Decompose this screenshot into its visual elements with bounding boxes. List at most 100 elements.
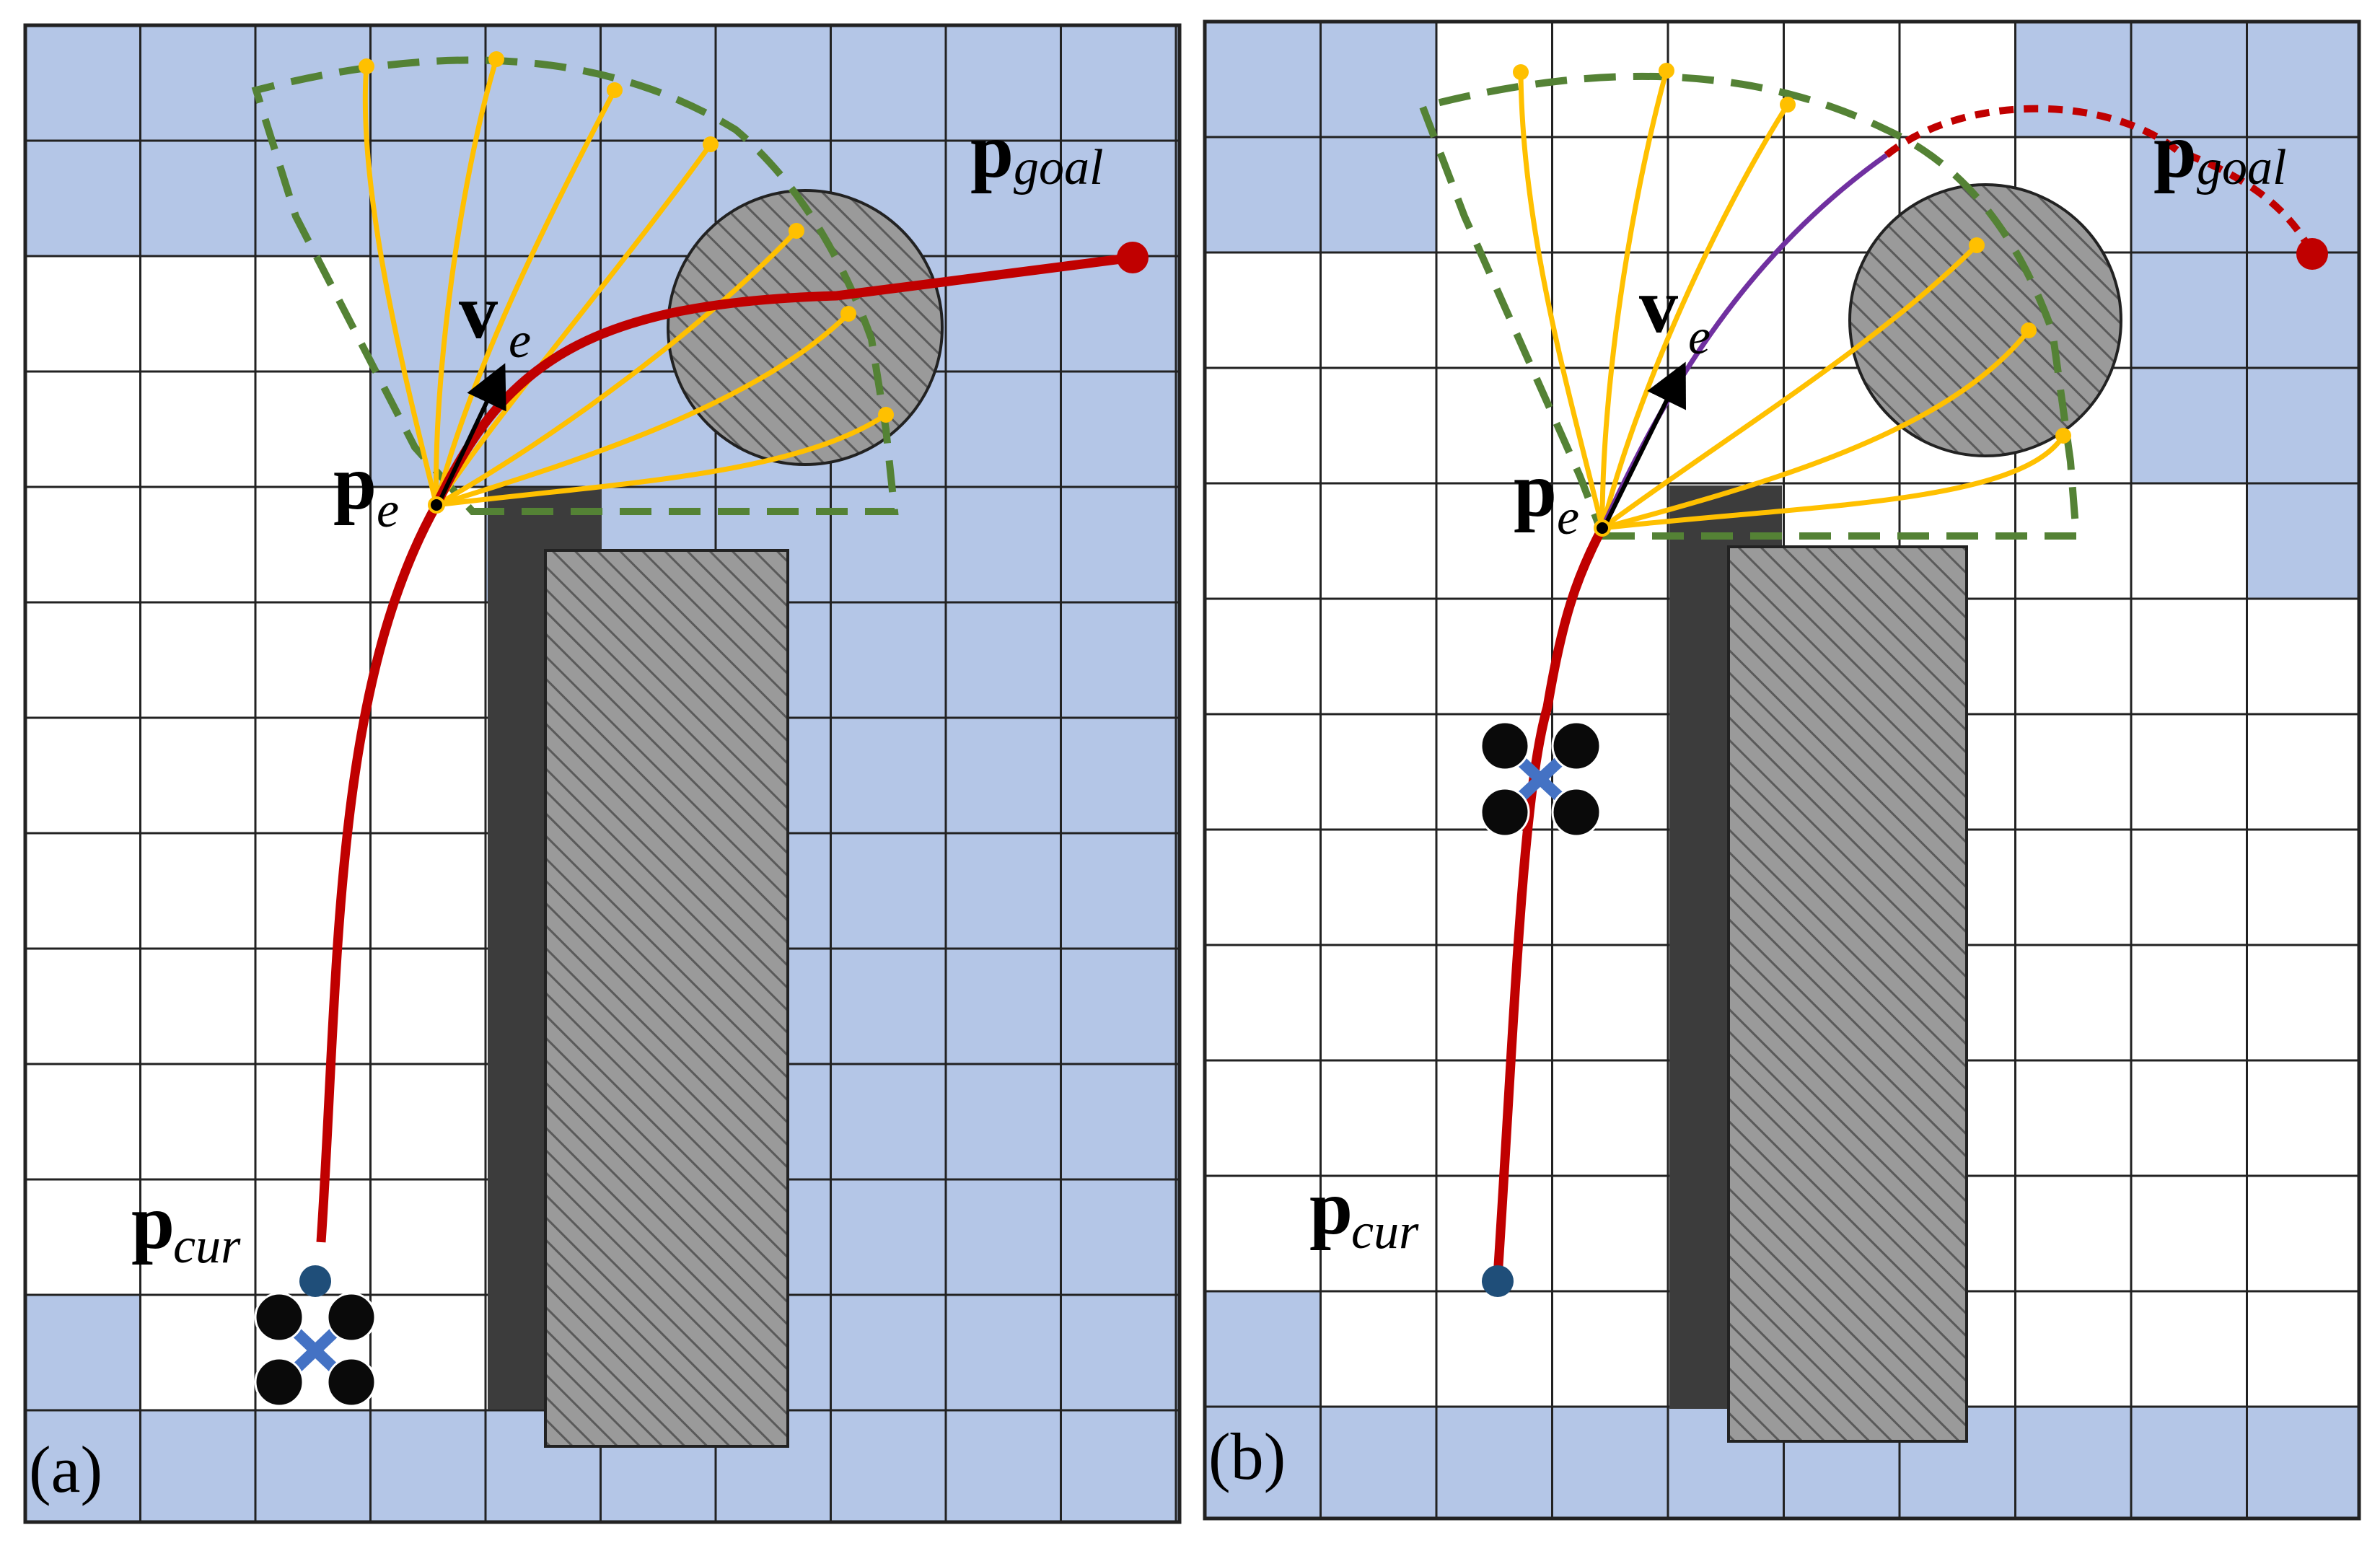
label-p-goal: p goal: [2153, 108, 2286, 195]
unknown-cell: [1061, 1410, 1176, 1522]
unknown-cell: [1320, 22, 1436, 137]
unknown-cell: [370, 25, 486, 141]
label-p-goal: p goal: [970, 108, 1103, 195]
start-point: [299, 1265, 331, 1297]
svg-text:goal: goal: [1014, 140, 1103, 195]
velocity-arrow: [436, 363, 506, 506]
unknown-cell: [830, 949, 946, 1064]
label-p-cur: p cur: [1309, 1165, 1419, 1260]
unknown-cell: [25, 1295, 141, 1410]
panel-label: (a): [29, 1433, 102, 1506]
panel-a: p goal p e v e p cur (a): [23, 23, 1182, 1524]
unknown-cell: [1061, 718, 1176, 833]
unknown-cell: [946, 1410, 1061, 1522]
unknown-cell: [486, 141, 601, 256]
unknown-cell: [1061, 1179, 1176, 1295]
unknown-cell: [255, 25, 371, 141]
unknown-cell: [1061, 487, 1176, 602]
rectangular-obstacle: [544, 549, 789, 1448]
svg-text:goal: goal: [2197, 140, 2286, 195]
quadrotor-icon: [1480, 721, 1602, 838]
unknown-cell: [946, 833, 1061, 949]
unknown-cell: [600, 25, 716, 141]
unknown-cell: [1320, 1407, 1436, 1518]
unknown-cell: [830, 833, 946, 949]
svg-text:v: v: [459, 269, 498, 355]
unknown-cell: [946, 487, 1061, 602]
unknown-cell: [1061, 256, 1176, 372]
unknown-cell: [2247, 1407, 2359, 1518]
unknown-cell: [2247, 137, 2359, 252]
circular-obstacle: [667, 189, 944, 466]
unknown-cell: [2015, 22, 2131, 137]
unknown-cell: [486, 25, 601, 141]
unknown-cell: [255, 1410, 371, 1522]
unknown-cell: [1205, 1407, 1321, 1518]
unknown-cell: [1061, 833, 1176, 949]
label-v-e: v e: [1639, 263, 1711, 365]
svg-text:e: e: [377, 483, 399, 538]
svg-text:v: v: [1639, 263, 1678, 349]
svg-text:e: e: [1557, 490, 1579, 545]
unknown-cell: [946, 602, 1061, 718]
unknown-cell: [2247, 483, 2359, 599]
fov-boundary: [1418, 72, 2081, 540]
svg-text:p: p: [2153, 108, 2197, 194]
unknown-cell: [946, 1295, 1061, 1410]
unknown-cell: [25, 141, 141, 256]
unknown-cell: [1061, 372, 1176, 487]
unknown-cell: [140, 1410, 255, 1522]
rectangular-obstacle: [1727, 545, 1968, 1443]
unknown-cell: [1320, 137, 1436, 252]
quadrotor-icon: [254, 1292, 377, 1407]
label-v-e: v e: [459, 269, 531, 369]
goal-point: [1117, 242, 1149, 273]
unknown-cell: [946, 372, 1061, 487]
svg-text:p: p: [333, 440, 377, 526]
primitive-endpoints: [359, 51, 894, 423]
unknown-cell: [830, 1064, 946, 1179]
svg-text:cur: cur: [173, 1218, 241, 1274]
planned-trajectory-dashed: [1884, 105, 2316, 256]
execution-point: [1594, 519, 1611, 537]
unknown-cell: [1205, 137, 1321, 252]
unknown-cell: [830, 718, 946, 833]
unknown-cell: [2247, 22, 2359, 137]
unknown-cell: [1061, 1064, 1176, 1179]
unknown-cell: [370, 141, 486, 256]
unknown-cell: [2131, 368, 2247, 483]
primitive-endpoints: [1513, 63, 2071, 444]
unknown-cell: [2247, 368, 2359, 483]
unknown-cell: [946, 1179, 1061, 1295]
label-p-e: p e: [333, 440, 399, 538]
panel-border: [23, 23, 1182, 1524]
unknown-cell: [2015, 1407, 2131, 1518]
svg-text:p: p: [970, 108, 1014, 194]
unknown-cell: [1552, 1407, 1668, 1518]
execution-point: [428, 496, 445, 514]
unknown-cell: [830, 487, 946, 602]
start-point: [1482, 1265, 1514, 1297]
unknown-cell: [830, 1410, 946, 1522]
unknown-cell: [140, 25, 255, 141]
panel-b: p goal p e v e p cur (b): [1203, 19, 2361, 1521]
unknown-cell: [946, 141, 1061, 256]
unknown-cell: [2131, 22, 2247, 137]
executed-trajectory: [316, 252, 1133, 1243]
unknown-cell: [1061, 141, 1176, 256]
unknown-cell: [946, 1064, 1061, 1179]
unknown-cell: [830, 1179, 946, 1295]
svg-text:e: e: [509, 313, 531, 369]
unknown-cell: [946, 718, 1061, 833]
unknown-cell: [946, 25, 1061, 141]
unknown-cell: [140, 141, 255, 256]
unknown-cell: [946, 949, 1061, 1064]
circular-obstacle: [1848, 183, 2122, 457]
svg-text:p: p: [1309, 1165, 1353, 1251]
label-p-cur: p cur: [131, 1179, 241, 1274]
unknown-cell: [830, 602, 946, 718]
svg-text:e: e: [1688, 309, 1711, 365]
unknown-cell: [1061, 1295, 1176, 1410]
unknown-cell: [370, 1410, 486, 1522]
